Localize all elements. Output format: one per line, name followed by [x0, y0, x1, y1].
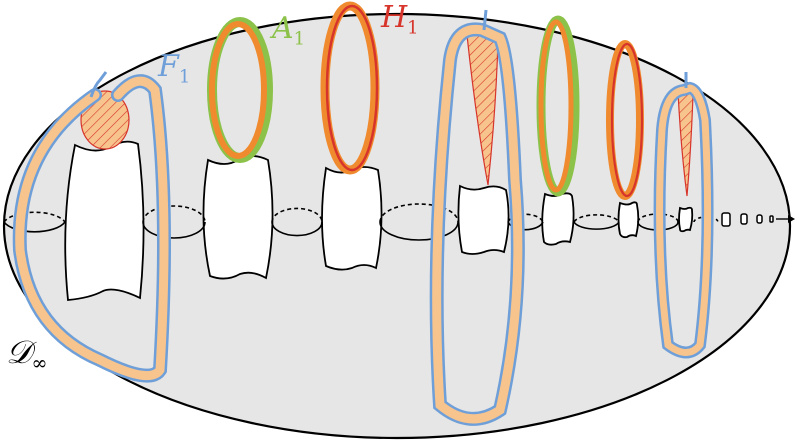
handle-2	[202, 155, 274, 280]
loop-4	[429, 9, 525, 426]
trailing-handles	[721, 212, 774, 227]
handles	[64, 140, 694, 301]
a1-loops	[207, 15, 580, 197]
separating-curves	[3, 203, 719, 241]
handle-1	[64, 140, 145, 301]
label-f1-main: F	[158, 49, 179, 84]
surface-disk	[2, 12, 792, 440]
label-h1-main: H	[381, 0, 408, 35]
label-h1: H1	[381, 3, 419, 37]
handle-3	[321, 166, 383, 271]
label-d-main: 𝒟	[6, 333, 32, 371]
h1-loops	[320, 1, 644, 200]
label-a1-sub: 1	[293, 28, 306, 50]
handle-7	[678, 206, 694, 233]
hatched-discs	[80, 31, 694, 197]
label-h1-sub: 1	[407, 17, 419, 39]
disc-1	[80, 90, 130, 150]
handle-4	[457, 184, 510, 255]
loop-7	[653, 72, 714, 359]
label-f1: F1	[158, 52, 190, 86]
label-d-infinity: 𝒟∞	[6, 336, 48, 373]
handle-5	[541, 192, 575, 246]
f1-loop	[12, 71, 171, 383]
label-a1-main: A	[272, 11, 294, 46]
handle-6	[617, 201, 640, 239]
label-f1-sub: 1	[178, 66, 191, 88]
label-d-sub: ∞	[31, 351, 48, 375]
label-a1: A1	[272, 14, 305, 48]
